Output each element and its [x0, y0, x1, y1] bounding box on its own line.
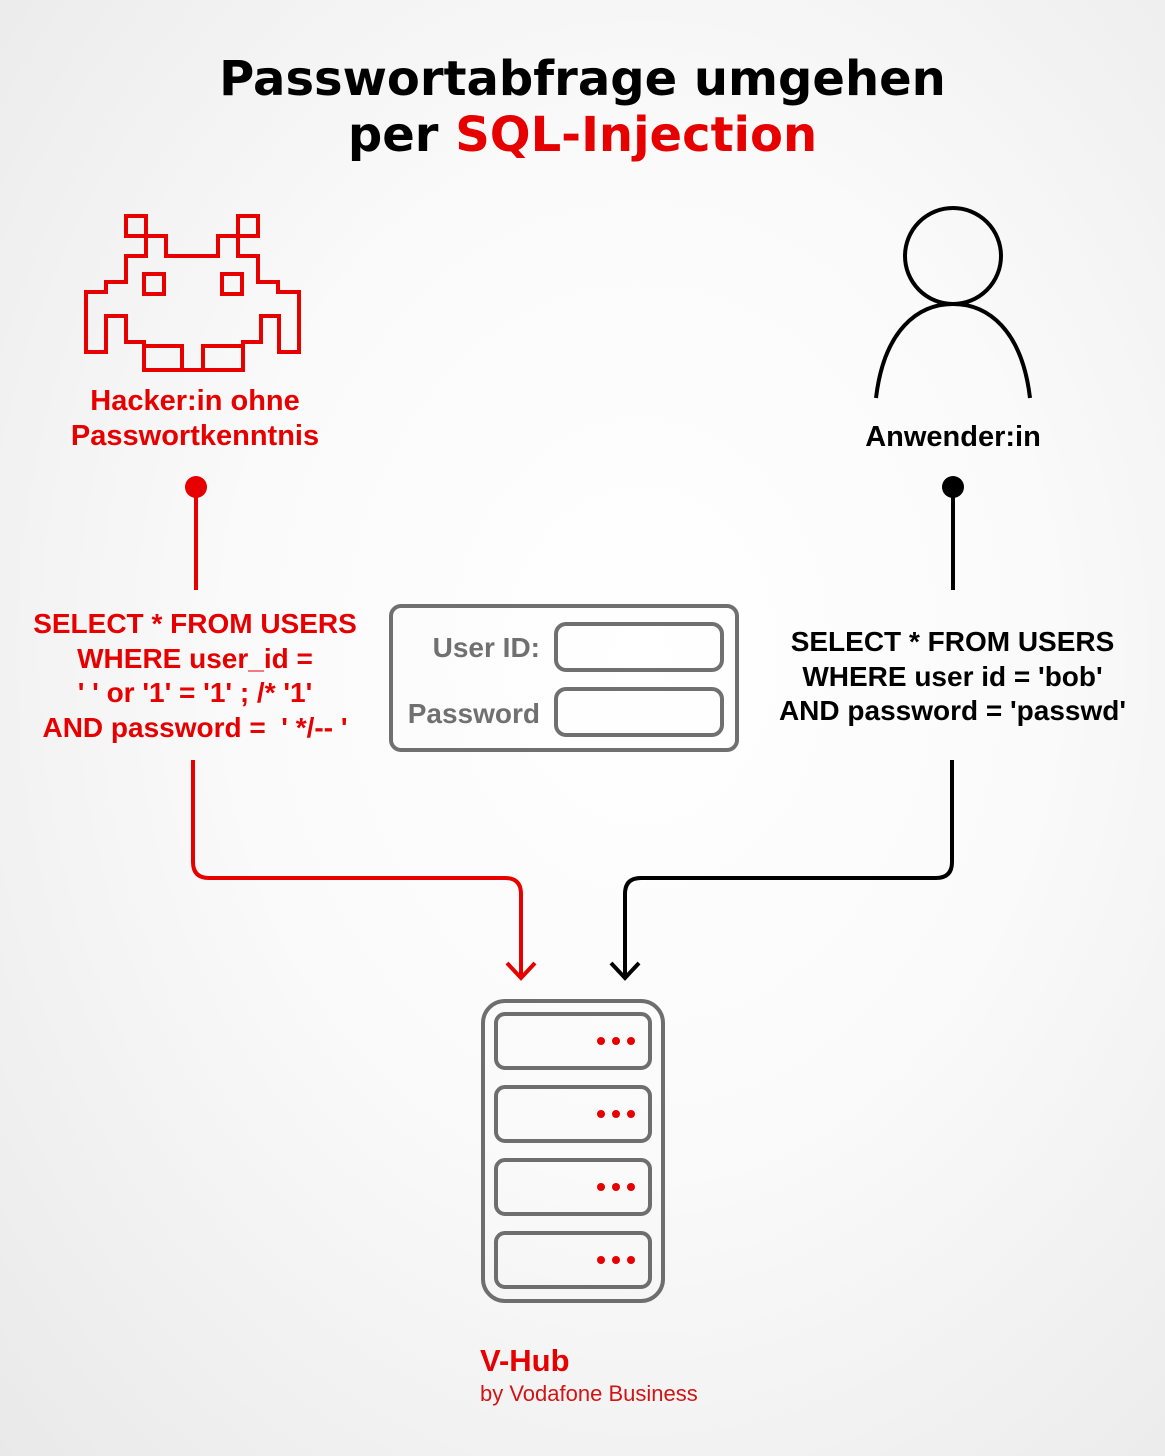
password-label: Password: [407, 698, 540, 729]
invader-mouth-right: [201, 344, 245, 372]
login-form: [389, 604, 739, 752]
user-arrow-head: [609, 961, 641, 981]
server-frame: [481, 999, 665, 1303]
invader-eye-left: [142, 272, 166, 296]
hacker-connector: [185, 476, 537, 981]
person-shoulders: [874, 301, 1032, 399]
server-unit-2: [494, 1085, 652, 1143]
title-prefix: per: [347, 107, 456, 163]
title-highlight: SQL-Injection: [455, 107, 818, 163]
hacker-arrow-path: [191, 760, 523, 975]
hacker-arrow-head: [505, 961, 537, 981]
title-line-1: Passwortabfrage umgehen: [219, 51, 946, 107]
person-head: [903, 206, 1003, 306]
space-invader-icon: [84, 214, 301, 372]
brand-logo: V-Hub by Vodafone Business: [480, 1343, 780, 1407]
title-line-2: per SQL-Injection: [0, 106, 1165, 164]
server-unit-1: [494, 1012, 652, 1070]
brand-name: V-Hub: [480, 1343, 570, 1378]
server-unit-4: [494, 1231, 652, 1289]
hacker-label: Hacker:in ohne Passwortkenntnis: [70, 385, 320, 452]
user-label: Anwender:in: [865, 421, 1041, 453]
invader-mouth-left: [142, 344, 184, 372]
user-connector: [609, 476, 964, 981]
user-id-field: [554, 622, 724, 672]
password-field: [554, 687, 724, 737]
login-form-frame: [389, 604, 739, 752]
server-dots-3: [597, 1183, 635, 1191]
brand-sub: by Vodafone Business: [480, 1381, 698, 1406]
user-sql-query: SELECT * FROM USERS WHERE user id = 'bob…: [778, 626, 1127, 726]
server-dots-1: [597, 1037, 635, 1045]
server-dots-2: [597, 1110, 635, 1118]
server-unit-3: [494, 1158, 652, 1216]
user-id-label: User ID:: [432, 632, 540, 663]
server-dots-4: [597, 1256, 635, 1264]
user-arrow-path: [623, 760, 954, 975]
person-icon: [874, 206, 1032, 399]
invader-body: [84, 214, 301, 372]
server-rack-icon: [481, 999, 665, 1303]
invader-eye-right: [220, 272, 244, 296]
hacker-sql-query: SELECT * FROM USERS WHERE user_id = ' ' …: [33, 608, 357, 743]
